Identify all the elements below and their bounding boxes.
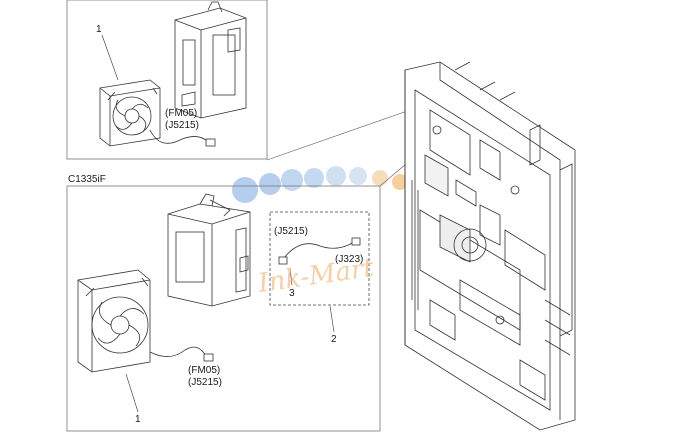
cable-wire <box>283 241 355 259</box>
cable-end-a-label: (J5215) <box>274 226 308 237</box>
main-fan-cable <box>149 346 207 357</box>
top-callout-fan: 1 <box>96 24 102 35</box>
main-fan-duct <box>167 193 251 307</box>
cable-group-box <box>269 211 370 306</box>
main-callout-leader <box>125 373 139 413</box>
cable-connector-j323 <box>351 237 361 246</box>
printer-chassis <box>404 61 576 431</box>
top-conn-label-fm05: (FM05) <box>165 108 198 119</box>
callout-cable: 3 <box>289 288 295 299</box>
top-conn-label-j5215: (J5215) <box>165 120 199 131</box>
top-callout-leader <box>101 34 119 81</box>
top-fan-connector <box>205 138 216 147</box>
main-conn-label-j5215: (J5215) <box>188 377 222 388</box>
main-fan <box>77 269 151 373</box>
main-conn-label-fm05: (FM05) <box>188 365 221 376</box>
top-fan-duct <box>174 1 247 119</box>
cable-callout-leader <box>289 267 293 286</box>
cable-connector-j5215 <box>278 256 288 265</box>
leader-line-top <box>266 109 411 161</box>
main-panel-frame <box>66 185 381 432</box>
cable-group-leader <box>329 305 335 333</box>
cable-end-b-label: (J323) <box>335 254 364 265</box>
top-panel-frame <box>66 0 268 160</box>
main-callout-fan: 1 <box>135 414 141 425</box>
callout-cable-group: 2 <box>331 334 337 345</box>
main-fan-connector <box>203 353 214 362</box>
model-label: C1335iF <box>68 174 106 185</box>
top-fan <box>99 79 161 147</box>
top-fan-cable <box>149 129 209 144</box>
